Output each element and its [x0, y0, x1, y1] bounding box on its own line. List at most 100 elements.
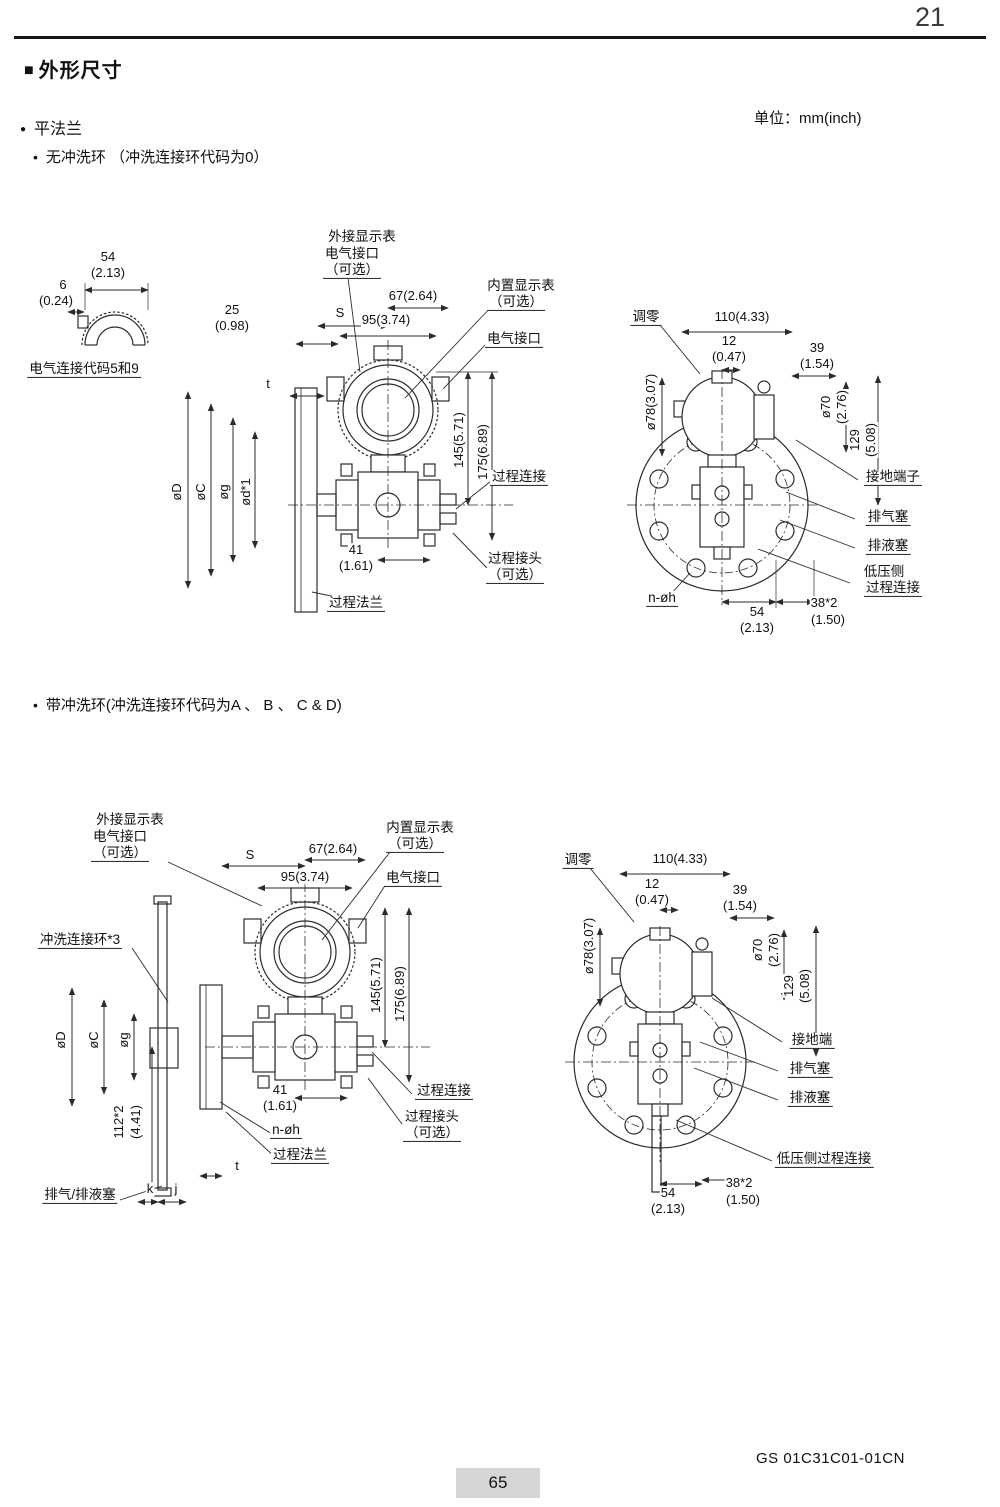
d2_side-label: 调零	[562, 852, 594, 870]
d1_side-label: 过程连接	[864, 580, 922, 598]
d2_front-label: （可选）	[91, 845, 149, 863]
footer-page-number: 65	[488, 1473, 508, 1492]
d2_side-label: 110(4.33)	[651, 851, 709, 867]
d2_side-label: 39	[731, 882, 749, 898]
d2_side-label: (5.08)	[797, 968, 813, 1004]
footer-page-box: 65	[456, 1468, 540, 1498]
d1_side-label: 38*2	[809, 595, 839, 611]
d1_front-label: （可选）	[487, 294, 545, 312]
d1_side-label: 调零	[630, 309, 662, 327]
d2_side-label: 12	[643, 876, 661, 892]
d1_side-label: 低压侧	[862, 563, 906, 580]
d1_front-label: （可选）	[323, 262, 381, 280]
d1_front-label: øg	[216, 483, 232, 501]
no-flushing-ring-heading: • 无冲洗环 （冲洗连接环代码为0）	[33, 146, 268, 167]
d1_detail-label: 6	[58, 277, 68, 293]
d1_front-label: 过程接头	[487, 550, 543, 567]
d1_side-label: 110(4.33)	[713, 309, 771, 325]
d1_side-label: (1.54)	[799, 356, 835, 372]
front-view-no-ring	[184, 277, 514, 613]
no-ring-label: 无冲洗环 （冲洗连接环代码为0）	[45, 149, 269, 166]
d2_front-label: （可选）	[386, 836, 444, 854]
d1_front-label: 过程连接	[490, 469, 548, 487]
d2_side-label: (0.47)	[634, 892, 670, 908]
d1_side-label: (2.13)	[739, 620, 775, 636]
d1_side-label: (1.50)	[810, 612, 846, 628]
d2_front-label: 电气接口	[92, 828, 148, 845]
square-marker-icon: ■	[24, 62, 35, 79]
d2_front-label: 95(3.74)	[279, 869, 331, 885]
d1_detail-label: (2.13)	[90, 265, 126, 281]
d1_side-label: ø70	[818, 394, 834, 420]
d2_side-label: (1.54)	[722, 898, 758, 914]
d2_front-label: 112*2	[111, 1104, 127, 1140]
d2_front-label: 41	[271, 1082, 289, 1098]
front-view-with-ring	[68, 851, 431, 1206]
side-view-with-ring	[564, 867, 820, 1193]
d1_side-label: ø78(3.07)	[643, 372, 659, 432]
d2_front-label: 过程接头	[404, 1108, 460, 1125]
section-heading: ■外形尺寸	[24, 54, 123, 83]
d1_detail-label: 54	[99, 249, 117, 265]
d2_front-label: øg	[116, 1031, 132, 1049]
d2_side-label: ø78(3.07)	[581, 916, 597, 976]
d2_front-label: S	[244, 847, 256, 863]
d1_front-label: 95(3.74)	[360, 312, 412, 328]
d1_front-label: 过程法兰	[327, 595, 385, 613]
d1_front-label: （可选）	[486, 567, 544, 585]
d2_side-label: (1.50)	[725, 1192, 761, 1208]
d2_front-label: k	[145, 1181, 155, 1197]
d2_front-label: (4.41)	[128, 1104, 144, 1140]
d2_front-label: t	[234, 1158, 240, 1174]
d1_side-label: 129	[847, 428, 863, 452]
d2_front-label: øD	[53, 1030, 69, 1050]
d2_side-label: 低压侧过程连接	[774, 1151, 874, 1169]
bullet-marker-icon: •	[33, 149, 38, 165]
d1_side-label: 接地端子	[864, 469, 922, 487]
d1_side-label: (2.76)	[834, 389, 850, 425]
d1_front-label: ød*1	[238, 477, 254, 507]
d2_side-label: 排气塞	[787, 1061, 833, 1079]
d1_side-label: 12	[720, 333, 738, 349]
d1_front-label: 175(6.89)	[475, 423, 491, 481]
d1_detail-label: (0.24)	[38, 293, 74, 309]
page-number: 21	[914, 2, 945, 32]
bullet-marker-icon: •	[33, 697, 38, 713]
d2_side-label: 54	[659, 1185, 677, 1201]
section-title: 外形尺寸	[38, 60, 123, 82]
d2_front-label: 冲洗连接环*3	[37, 932, 123, 950]
d2_side-label: 排液塞	[787, 1090, 833, 1108]
d1_side-label: 54	[748, 604, 766, 620]
d2_front-label: 175(6.89)	[392, 965, 408, 1023]
d2_side-label: 38*2	[724, 1175, 754, 1191]
d1_front-label: 145(5.71)	[451, 411, 467, 469]
d1_front-label: 25	[223, 302, 241, 318]
d1_front-label: t	[265, 376, 271, 392]
d1_side-label: (0.47)	[711, 349, 747, 365]
d2_front-label: 145(5.71)	[368, 956, 384, 1014]
d1_side-label: 排液塞	[865, 538, 911, 556]
d1_front-label: 电气接口	[485, 331, 543, 349]
d2_front-label: 外接显示表	[95, 811, 165, 828]
d2_front-label: 过程连接	[415, 1083, 473, 1101]
d2_side-label: ø70	[750, 937, 766, 963]
with-ring-label: 带冲洗环(冲洗连接环代码为A 、 B 、 C & D)	[45, 697, 342, 714]
d1_front-label: 67(2.64)	[387, 288, 439, 304]
d2_front-label: 排气/排液塞	[42, 1187, 118, 1205]
document-number: GS 01C31C01-01CN	[756, 1450, 905, 1467]
flange-heading-label: 平法兰	[34, 121, 83, 138]
top-rule	[14, 36, 986, 39]
d1_side-label: 39	[808, 340, 826, 356]
d2_front-label: j	[173, 1181, 179, 1197]
d2_front-label: (1.61)	[262, 1098, 298, 1114]
side-view-no-ring	[626, 324, 882, 608]
d1_side-label: n-øh	[646, 590, 678, 608]
d1_front-label: S	[334, 305, 346, 321]
d2_front-label: （可选）	[403, 1125, 461, 1143]
d1_detail-label: 电气连接代码5和9	[27, 361, 141, 379]
d2_side-label: 接地端	[789, 1032, 835, 1050]
units-label: 单位：mm(inch)	[754, 110, 862, 127]
d2_front-label: 内置显示表	[385, 819, 455, 836]
